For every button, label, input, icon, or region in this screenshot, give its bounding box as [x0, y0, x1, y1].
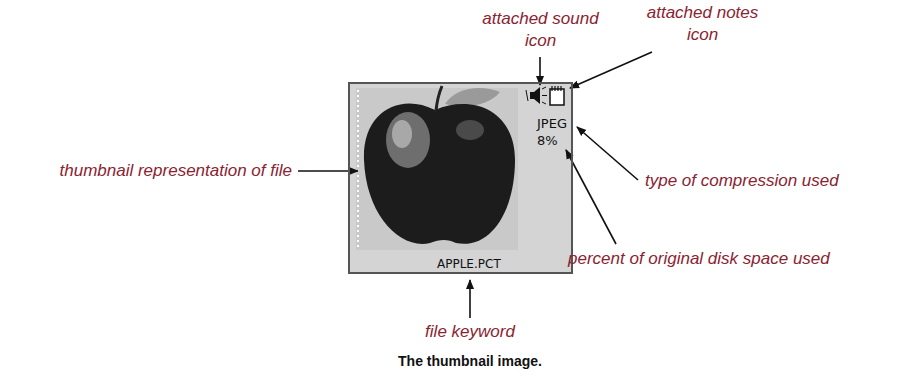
icon-callout: attached sound icon [478, 8, 603, 52]
part-callout: thumbnail representation of file [0, 160, 292, 182]
thumbnail-box: JPEG8% APPLE.PCT [348, 82, 573, 274]
leader-arrow [570, 52, 652, 88]
apple-highlight [386, 112, 430, 168]
leader-lines [298, 52, 652, 318]
apple-stem [436, 86, 442, 111]
icon-callout: attached notes icon [640, 2, 765, 46]
apple-body [364, 103, 515, 243]
leader-arrow [577, 127, 638, 180]
apple-leaf [445, 88, 500, 106]
notes-icon [550, 86, 564, 105]
leader-arrow [539, 57, 541, 85]
thumbnail-ground [348, 82, 573, 274]
apple-shade [456, 120, 484, 140]
part-callout: file keyword [370, 321, 570, 343]
file-keyword: APPLE.PCT [437, 257, 501, 272]
part-callout: percent of original disk space used [568, 248, 910, 270]
leader-arrow [469, 280, 471, 318]
picture-area [356, 88, 518, 250]
stipple-edge [357, 90, 359, 248]
part-callout: type of compression used [645, 170, 907, 192]
figure-caption: The thumbnail image. [320, 352, 620, 370]
leader-arrow [566, 150, 616, 244]
compression-type: JPEG [537, 116, 567, 132]
apple-highlight [392, 120, 412, 148]
sound-icon [526, 87, 547, 104]
percent-used: 8% [537, 133, 558, 149]
